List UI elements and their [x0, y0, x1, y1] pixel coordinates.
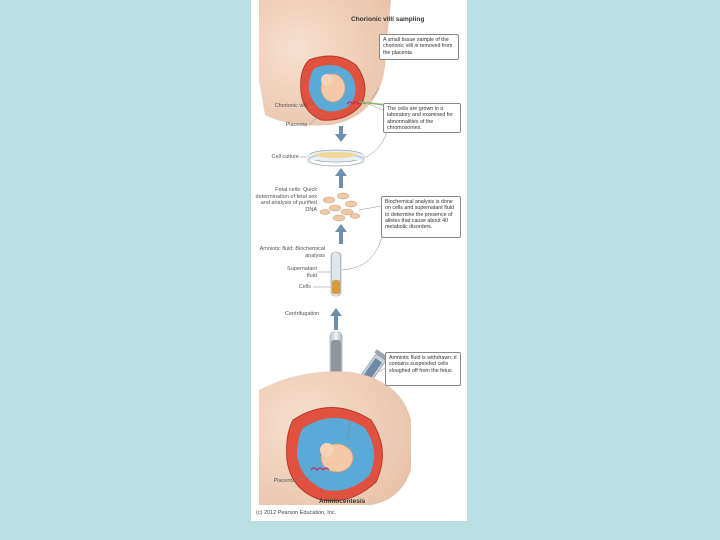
arrow-cells-head	[335, 224, 347, 232]
callout-sample: A small tissue sample of the chorionic v…	[379, 34, 459, 60]
callout-amniotic: Amniotic fluid is withdrawn; it contains…	[385, 352, 461, 386]
needle	[346, 419, 352, 441]
placenta-bottom-villi	[310, 467, 330, 471]
amnio-title: Amniocentesis	[319, 498, 366, 505]
label-chorionic-villi: Chorionic villi	[274, 103, 307, 109]
label-centrifugation: Centrifugation	[285, 311, 320, 317]
label-placenta-bottom: Placenta	[273, 478, 295, 484]
callout-biochem: Biochemical analysis is done on cells an…	[381, 196, 461, 238]
figure-panel: Chorionic villi sampling A small tissue …	[251, 0, 467, 521]
arrow-top-head	[335, 134, 347, 142]
label-cell-culture: Cell culture	[271, 154, 299, 160]
cvs-title: Chorionic villi sampling	[351, 16, 425, 23]
label-fetal-cells: Fetal cells: Quick determination of feta…	[255, 187, 317, 213]
illustration	[259, 0, 452, 505]
arrow-centrifuge-head	[330, 308, 342, 316]
label-cells: Cells	[298, 284, 311, 290]
copyright: (c) 2012 Pearson Education, Inc.	[256, 510, 337, 516]
fetal-cells	[319, 192, 361, 222]
label-supernatant: Supernatant fluid	[287, 266, 317, 279]
label-placenta-top: Placenta	[285, 122, 307, 128]
arrow-top-stem	[339, 126, 343, 136]
callout-culture: The cells are grown in a laboratory and …	[383, 103, 461, 133]
arrow-mid-head	[335, 168, 347, 176]
label-amniotic-fluid: Amniotic fluid: Biochemical analysis	[259, 246, 325, 259]
